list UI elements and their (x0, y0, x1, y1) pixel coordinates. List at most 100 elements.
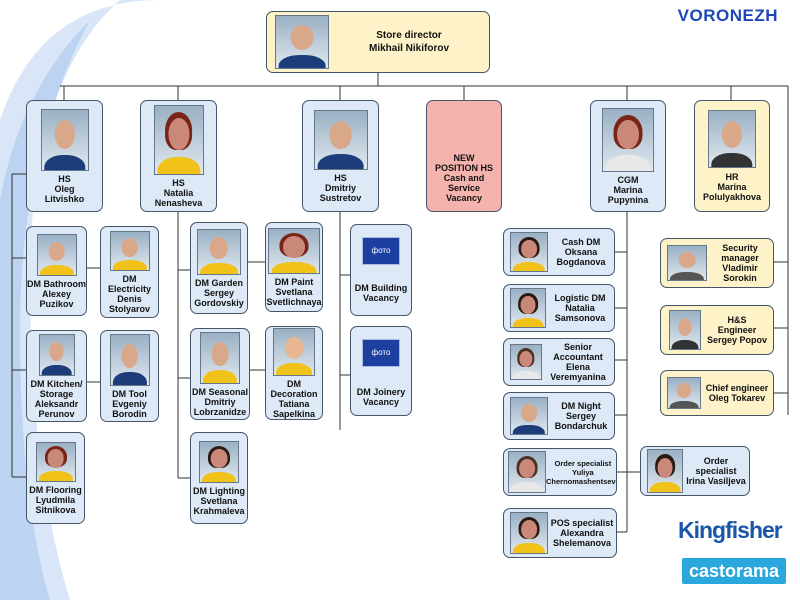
node-name: Dmitriy (204, 396, 236, 407)
dm-electricity-photo (109, 230, 150, 271)
node-status: Vacancy (362, 293, 400, 303)
order-specialist-yuliya-node[interactable]: Order specialist Yuliya Chernomashentsev… (503, 448, 617, 496)
dm-night-photo (510, 397, 548, 435)
node-name: Krahmaleva (193, 505, 245, 516)
hs-natalia-photo (153, 104, 204, 175)
dm-electricity-node[interactable]: DM Electricity Denis Stolyarov (100, 226, 159, 318)
dm-kitchen-photo (38, 333, 75, 376)
dm-seasonal-node[interactable]: DM Seasonal Dmitriy Lobrzanidze (190, 328, 250, 420)
node-role: Storage (39, 388, 74, 399)
dm-tool-node[interactable]: DM Tool Evgeniy Borodin (100, 330, 159, 422)
dm-joinery-node[interactable]: фото DM Joinery Vacancy (350, 326, 412, 416)
node-name: Shelemanova (552, 538, 612, 548)
node-name: Nenasheva (154, 197, 203, 208)
node-name: Elena (565, 362, 590, 372)
node-name: Denis (117, 293, 142, 304)
node-role: DM Joinery (356, 387, 406, 397)
city-title: VORONEZH (677, 6, 778, 25)
node-role: specialist (695, 466, 737, 476)
cgm-node[interactable]: CGM Marina Pupynina (590, 100, 666, 212)
node-name: Gordovskiy (194, 297, 244, 308)
dm-garden-photo (197, 228, 241, 275)
dm-lighting-photo (199, 440, 239, 483)
node-status: Vacancy (445, 193, 483, 203)
cash-dm-node[interactable]: Cash DM Oksana Bogdanova (503, 228, 615, 276)
node-name: Veremyanina (550, 372, 606, 382)
node-name: Natalia (163, 187, 194, 198)
node-name: Samsonova (554, 313, 606, 323)
hr-node[interactable]: HR Marina Polulyakhova (694, 100, 770, 212)
new-position-node[interactable]: NEW POSITION HS Cash and Service Vacancy (426, 100, 502, 212)
node-name: Vladimir (722, 263, 758, 273)
order-specialist-irina-node[interactable]: Order specialist Irina Vasiljeva (640, 446, 750, 496)
node-status: Vacancy (362, 397, 400, 407)
hs-dmitriy-photo (313, 109, 368, 170)
node-role: Order specialist (554, 458, 612, 468)
node-role: Senior (563, 342, 592, 352)
dm-bathroom-node[interactable]: DM Bathroom Alexey Puzikov (26, 226, 87, 316)
node-name: Tatiana (278, 398, 310, 409)
dm-building-node[interactable]: фото DM Building Vacancy (350, 224, 412, 316)
node-name: Svetlichnaya (266, 296, 322, 307)
kingfisher-logo-text: Kingfisher (678, 517, 783, 543)
hs-engineer-node[interactable]: H&S Engineer Sergey Popov (660, 305, 774, 355)
cgm-photo (602, 107, 654, 172)
node-role: DM Flooring (29, 484, 82, 495)
hs-oleg-node[interactable]: HS Oleg Litvishko (26, 100, 103, 212)
dm-decoration-node[interactable]: DM Decoration Tatiana Sapelkina (265, 326, 323, 420)
security-manager-photo (667, 245, 707, 281)
hs-dmitriy-node[interactable]: HS Dmitriy Sustretov (302, 100, 379, 212)
node-role: POS specialist (550, 518, 614, 528)
dm-garden-node[interactable]: DM Garden Sergey Gordovskiy (190, 222, 248, 314)
photo-placeholder: фото (362, 339, 400, 367)
hr-photo (708, 110, 756, 168)
node-role: HS (334, 172, 347, 183)
node-name: Perunov (38, 408, 75, 419)
node-role: HS (58, 173, 71, 184)
node-name: Irina Vasiljeva (686, 476, 746, 486)
node-role: DM Paint (274, 276, 314, 287)
logistic-dm-node[interactable]: Logistic DM Natalia Samsonova (503, 284, 615, 332)
node-role: Engineer (717, 325, 757, 335)
dm-paint-node[interactable]: DM Paint Svetlana Svetlichnaya (265, 222, 323, 312)
node-role: DM Building (354, 283, 408, 293)
hs-natalia-node[interactable]: HS Natalia Nenasheva (140, 100, 217, 212)
node-name: Dmitriy (324, 182, 356, 193)
node-name: Polulyakhova (702, 192, 762, 202)
kingfisher-logo: Kingfisher (678, 517, 794, 551)
store-director-photo (275, 15, 329, 69)
node-name: Litvishko (44, 193, 85, 204)
node-name: Mikhail Nikiforov (368, 43, 449, 54)
dm-lighting-node[interactable]: DM Lighting Svetlana Krahmaleva (190, 432, 248, 524)
node-role: HS (172, 177, 185, 188)
dm-kitchen-node[interactable]: DM Kitchen/ Storage Aleksandr Perunov (26, 330, 87, 422)
chief-engineer-node[interactable]: Chief engineer Oleg Tokarev (660, 370, 774, 416)
photo-placeholder: фото (362, 237, 400, 265)
node-name: Alexandra (560, 528, 604, 538)
node-role: DM Lighting (193, 485, 245, 496)
node-name: Natalia (565, 303, 595, 313)
node-name: Aleksandr (34, 398, 79, 409)
node-role: DM Night (561, 401, 601, 411)
node-name: Marina (613, 184, 643, 195)
node-role: DM Tool (112, 388, 147, 399)
node-role: Order (703, 456, 729, 466)
pos-specialist-node[interactable]: POS specialist Alexandra Shelemanova (503, 508, 617, 558)
security-manager-node[interactable]: Security manager Vladimir Sorokin (660, 238, 774, 288)
node-role: DM Kitchen/ (30, 378, 83, 389)
node-role: DM Garden (194, 277, 243, 288)
node-name: Svetlana (200, 495, 238, 506)
node-name: Sorokin (723, 273, 757, 283)
node-role: Cash DM (561, 237, 601, 247)
node-role: Cash and (443, 173, 485, 183)
senior-accountant-node[interactable]: Senior Accountant Elena Veremyanina (503, 338, 615, 386)
node-role: Decoration (270, 388, 318, 399)
node-name: Sustretov (319, 192, 362, 203)
dm-night-node[interactable]: DM Night Sergey Bondarchuk (503, 392, 615, 440)
store-director-node[interactable]: Store director Mikhail Nikiforov (266, 11, 490, 73)
chief-engineer-photo (667, 377, 701, 409)
node-name: Pupynina (607, 194, 649, 205)
node-name: Sergey (565, 411, 597, 421)
dm-flooring-node[interactable]: DM Flooring Lyudmila Sitnikova (26, 432, 85, 524)
